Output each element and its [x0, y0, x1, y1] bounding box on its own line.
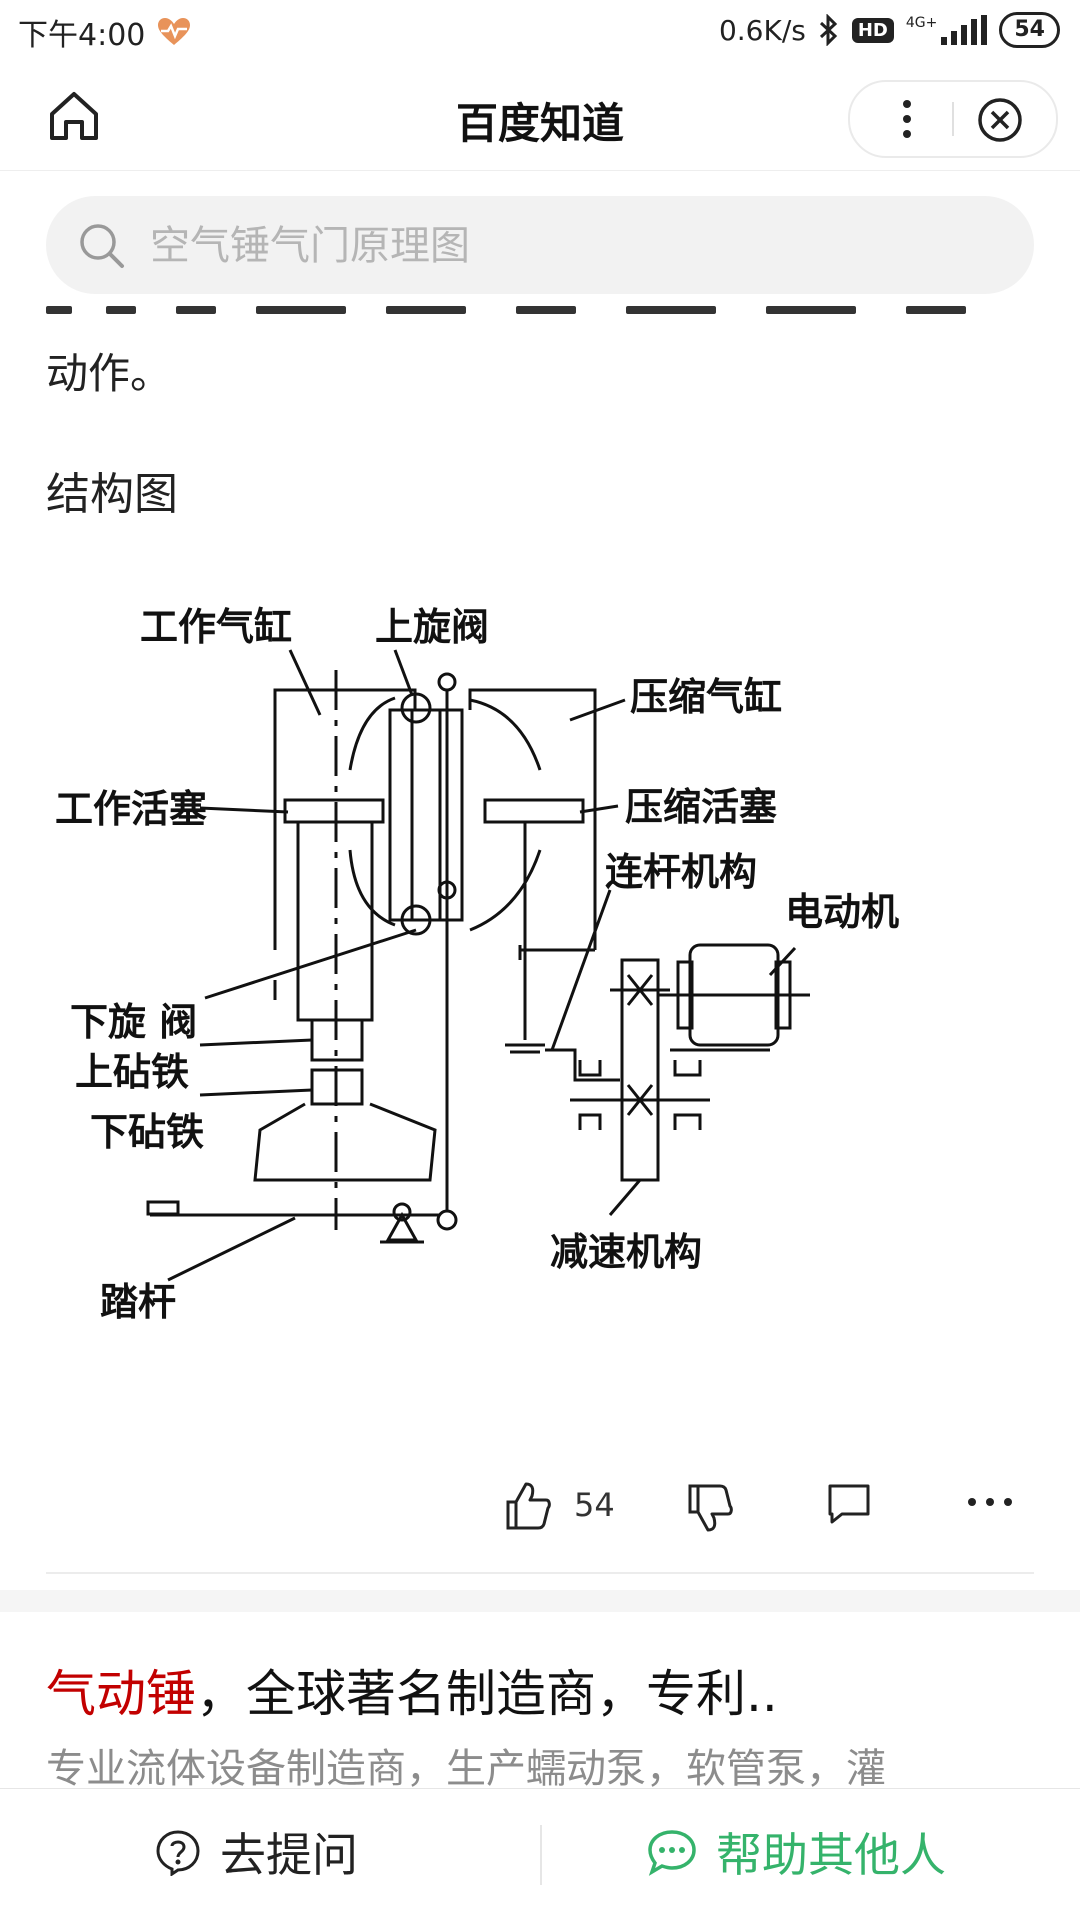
answer-actions: 54: [0, 1470, 1080, 1550]
status-right: 0.6K/s HD 4G+ 54: [719, 12, 1060, 48]
label-compress-cylinder: 压缩气缸: [630, 675, 782, 719]
page-title: 百度知道: [455, 99, 624, 148]
help-others-button[interactable]: 帮助其他人: [646, 1819, 946, 1885]
chat-bubble-icon: [648, 1830, 696, 1876]
net-speed: 0.6K/s: [718, 13, 806, 47]
label-work-cylinder: 工作气缸: [140, 605, 292, 649]
search-icon: [80, 224, 124, 268]
ad-title[interactable]: 气动锤，全球著名制造商，专利..: [46, 1654, 778, 1726]
status-left: 下午4:00: [18, 10, 191, 54]
label-upper-valve: 上旋阀: [375, 605, 489, 649]
search-bar[interactable]: [46, 196, 1034, 294]
label-motor: 电动机: [785, 890, 899, 934]
section-heading: 结构图: [46, 469, 178, 520]
help-others-label: 帮助其他人: [716, 1828, 946, 1882]
question-icon: [156, 1830, 200, 1876]
bottom-bar-divider: [540, 1825, 542, 1885]
ask-question-label: 去提问: [220, 1828, 358, 1882]
clipped-text-line: [46, 306, 996, 316]
ask-question-button[interactable]: 去提问: [154, 1819, 358, 1885]
battery-indicator: 54: [999, 12, 1060, 48]
thumbs-up-icon[interactable]: [504, 1480, 552, 1532]
label-linkage: 连杆机构: [605, 850, 757, 894]
ad-description[interactable]: 专业流体设备制造商，生产蠕动泵，软管泵，灌: [46, 1746, 886, 1792]
label-upper-anvil: 上砧铁: [75, 1050, 189, 1094]
capsule-divider: [952, 102, 954, 136]
bluetooth-icon: [819, 14, 838, 46]
label-pedal: 踏杆: [100, 1280, 176, 1324]
label-compress-piston: 压缩活塞: [625, 785, 777, 829]
hd-badge: HD: [851, 17, 894, 43]
more-options-icon[interactable]: [884, 96, 930, 142]
status-time: 下午4:00: [18, 18, 146, 53]
ad-title-highlight: 气动锤: [46, 1665, 196, 1723]
home-icon[interactable]: [44, 86, 104, 146]
content-divider: [46, 1572, 1034, 1574]
bottom-action-bar: 去提问 帮助其他人: [0, 1788, 1080, 1921]
more-horizontal-icon[interactable]: [966, 1492, 1014, 1512]
label-reducer: 减速机构: [550, 1230, 702, 1274]
top-nav-bar: 百度知道: [0, 62, 1080, 171]
status-bar: 下午4:00 0.6K/s HD 4G+ 54: [0, 0, 1080, 62]
ad-title-rest: ，全球著名制造商，专利..: [196, 1665, 778, 1723]
structure-diagram[interactable]: 工作气缸 上旋阀 压缩气缸 工作活塞 压缩活塞 连杆机构 电动机 下旋 阀 上砧…: [50, 590, 1030, 1410]
label-lower-valve: 下旋 阀: [70, 1000, 197, 1044]
search-input[interactable]: [148, 216, 992, 276]
signal-group: 4G+: [906, 15, 988, 45]
label-lower-anvil: 下砧铁: [90, 1110, 204, 1154]
mini-program-capsule: [848, 80, 1058, 158]
comment-icon[interactable]: [826, 1482, 872, 1526]
section-gap: [0, 1590, 1080, 1612]
network-type-label: 4G+: [905, 15, 938, 31]
like-count: 54: [574, 1486, 615, 1524]
diagram-lines: [146, 649, 810, 1282]
label-work-piston: 工作活塞: [55, 787, 207, 831]
close-icon[interactable]: [976, 96, 1024, 144]
thumbs-down-icon[interactable]: [686, 1482, 734, 1534]
answer-paragraph: 动作。: [46, 349, 173, 398]
heart-rate-icon: [158, 18, 191, 45]
signal-icon: [941, 15, 988, 45]
